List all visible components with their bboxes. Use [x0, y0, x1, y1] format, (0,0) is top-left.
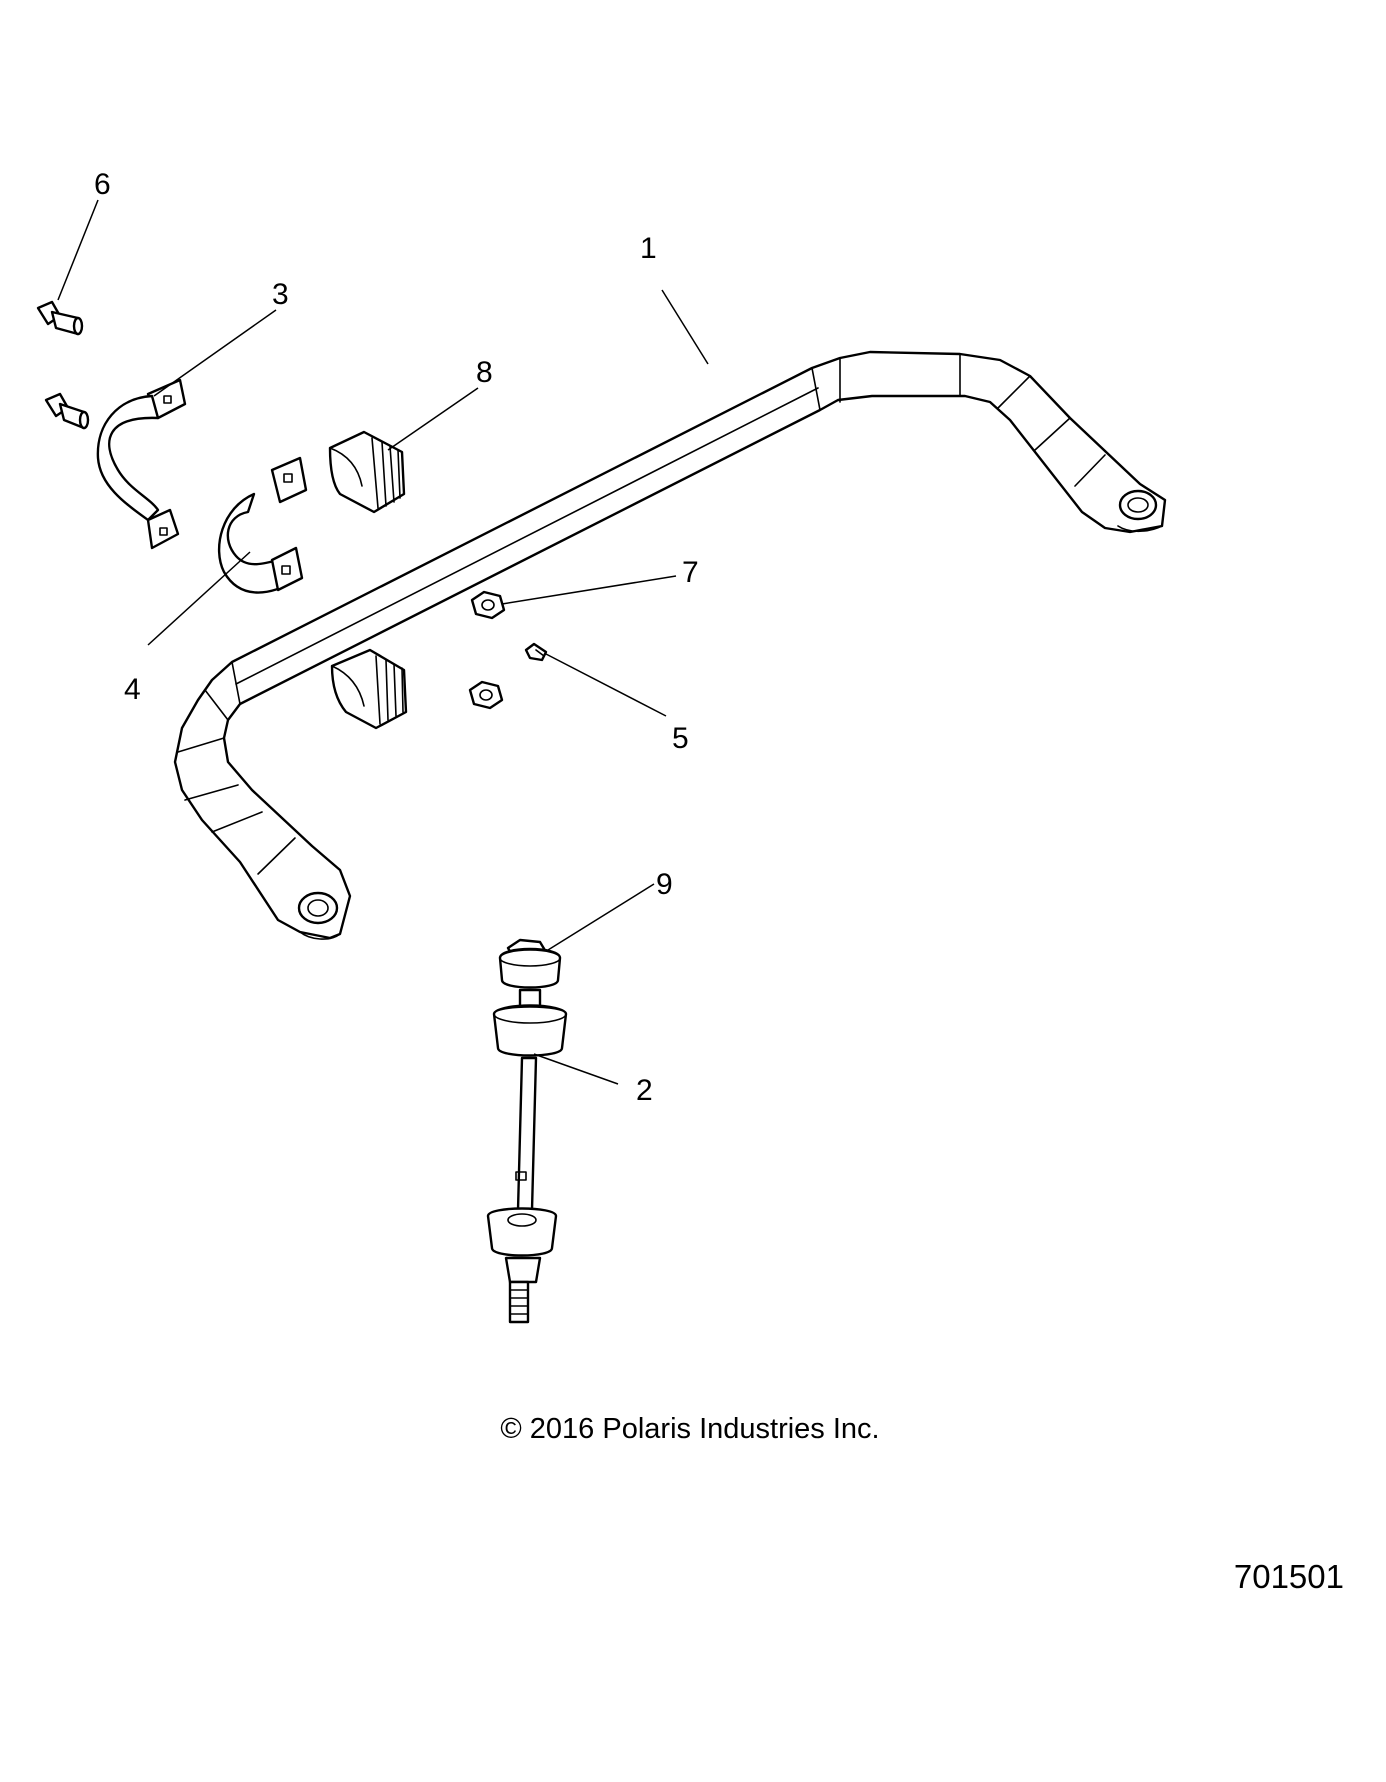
bushing-lower — [330, 648, 408, 730]
grease-fitting — [524, 642, 548, 662]
flange-bolt-lower — [44, 392, 90, 430]
callout-8: 8 — [476, 356, 493, 389]
bushing-upper — [328, 430, 406, 514]
flange-nut-upper — [470, 590, 506, 620]
bar-clamp-lower — [217, 456, 308, 594]
callout-5: 5 — [672, 722, 689, 755]
bar-clamp-upper — [96, 378, 187, 550]
callout-7: 7 — [682, 556, 699, 589]
callout-9: 9 — [656, 868, 673, 901]
stabilizer-bar — [173, 350, 1167, 940]
figure-number: 701501 — [1234, 1558, 1344, 1595]
flange-bolt-upper — [36, 300, 84, 336]
callout-6: 6 — [94, 168, 111, 201]
stabilizer-end-link — [486, 938, 568, 1324]
callout-3: 3 — [272, 278, 289, 311]
callout-2: 2 — [636, 1074, 653, 1107]
leader-lines — [57, 199, 709, 1085]
flange-nut-lower — [468, 680, 504, 710]
callout-4: 4 — [124, 673, 141, 706]
callout-1: 1 — [640, 232, 657, 265]
copyright-text: © 2016 Polaris Industries Inc. — [500, 1413, 879, 1445]
